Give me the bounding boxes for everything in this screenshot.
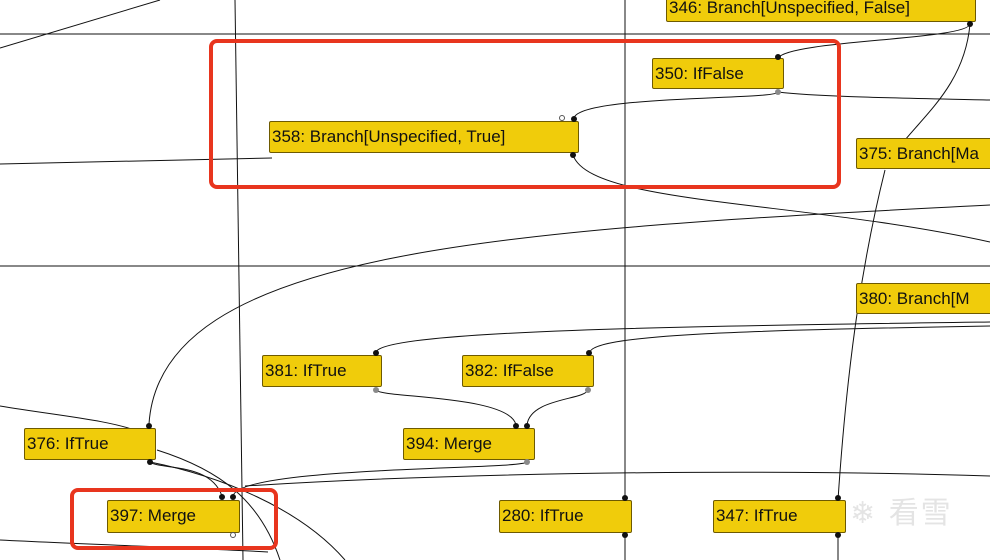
port-381-out <box>373 387 379 393</box>
edge-346-350 <box>777 23 971 59</box>
port-280-in <box>622 495 628 501</box>
port-358-in-hollow <box>559 115 565 121</box>
edge-382-394 <box>526 389 589 426</box>
port-376-out <box>147 459 153 465</box>
node-375[interactable]: 375: Branch[Ma <box>856 138 990 169</box>
port-394-in-b <box>524 423 530 429</box>
edge-346-375 <box>904 23 971 141</box>
port-381-in <box>373 350 379 356</box>
node-346[interactable]: 346: Branch[Unspecified, False] <box>666 0 976 22</box>
edge-vertical-left <box>234 0 244 560</box>
node-382[interactable]: 382: IfFalse <box>462 355 594 387</box>
node-350[interactable]: 350: IfFalse <box>652 58 784 89</box>
edge-350-right <box>777 91 990 101</box>
highlight-box-358 <box>209 39 841 189</box>
port-347-in <box>835 495 841 501</box>
edge-358-exit <box>572 154 990 243</box>
edge-to-376 <box>148 204 990 425</box>
edge-380-381 <box>375 321 990 353</box>
port-397-out <box>230 532 236 538</box>
edge-left-358 <box>0 157 273 165</box>
edge-350-358 <box>573 91 779 119</box>
node-376[interactable]: 376: IfTrue <box>24 428 156 460</box>
port-394-in-a <box>513 423 519 429</box>
port-346-out <box>967 21 973 27</box>
edge-top-left-curve <box>0 0 161 49</box>
edge-380-382 <box>589 325 990 353</box>
node-358[interactable]: 358: Branch[Unspecified, True] <box>269 121 579 153</box>
edge-lower-sweep <box>244 471 990 487</box>
edge-376-right <box>149 461 346 560</box>
node-380[interactable]: 380: Branch[M <box>856 283 990 314</box>
watermark: ❄ 看雪 <box>850 488 953 532</box>
port-350-out <box>775 89 781 95</box>
port-397-in-a <box>219 494 225 500</box>
port-280-out <box>622 532 628 538</box>
edge-376-397 <box>149 461 223 497</box>
port-382-out <box>585 387 591 393</box>
port-350-in <box>775 54 781 60</box>
port-394-out <box>524 459 530 465</box>
port-347-out <box>835 532 841 538</box>
node-397[interactable]: 397: Merge <box>107 500 240 533</box>
snowflake-icon: ❄ <box>850 496 878 531</box>
node-381[interactable]: 381: IfTrue <box>262 355 382 387</box>
node-280[interactable]: 280: IfTrue <box>499 500 632 533</box>
highlight-box-397 <box>70 488 278 550</box>
edge-381-394 <box>375 389 517 426</box>
port-358-in <box>571 116 577 122</box>
node-347[interactable]: 347: IfTrue <box>713 500 846 533</box>
port-382-in <box>586 350 592 356</box>
port-397-in-b <box>230 494 236 500</box>
port-358-out <box>570 152 576 158</box>
port-376-in <box>146 423 152 429</box>
watermark-text: 看雪 <box>888 496 953 531</box>
node-394[interactable]: 394: Merge <box>403 428 535 460</box>
